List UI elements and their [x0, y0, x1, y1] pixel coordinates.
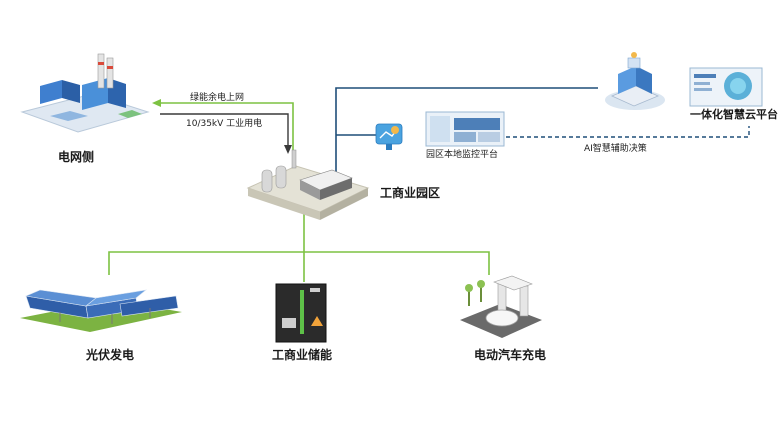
- line-ai-decision: [506, 126, 750, 138]
- cloud-platform-label: 一体化智慧云平台: [690, 108, 778, 121]
- edge-grid-power-label: 10/35kV 工业用电: [186, 119, 263, 129]
- line-grid-to-park: [160, 113, 289, 146]
- pv-label: 光伏发电: [86, 348, 135, 362]
- arrow-to-park: [284, 145, 292, 154]
- edge-ai-label: AI智慧辅助决策: [584, 144, 647, 154]
- connection-lines: [108, 87, 750, 282]
- storage-label: 工商业储能: [272, 348, 333, 362]
- local-monitor-label: 园区本地监控平台: [426, 150, 499, 160]
- arrow-to-grid: [152, 99, 161, 107]
- solar-panel-icon: [20, 289, 182, 332]
- edge-surplus-label: 绿能余电上网: [190, 93, 245, 103]
- cloud-building-icon: [605, 52, 665, 110]
- power-plant-icon: [20, 53, 150, 133]
- local-monitor-icon: [375, 123, 403, 150]
- grid-side-label: 电网侧: [58, 150, 95, 164]
- cloud-dashboard-icon: [689, 67, 763, 107]
- park-label: 工商业园区: [380, 186, 441, 200]
- line-surplus-to-grid: [160, 102, 294, 155]
- line-park-to-cloud: [335, 87, 598, 172]
- industrial-park-icon: [246, 149, 370, 220]
- line-bottom-bus: [108, 251, 490, 275]
- ev-charging-icon: [460, 275, 542, 338]
- ev-label: 电动汽车充电: [474, 348, 547, 362]
- storage-cabinet-icon: [275, 283, 327, 343]
- monitor-screen-icon: [425, 111, 505, 147]
